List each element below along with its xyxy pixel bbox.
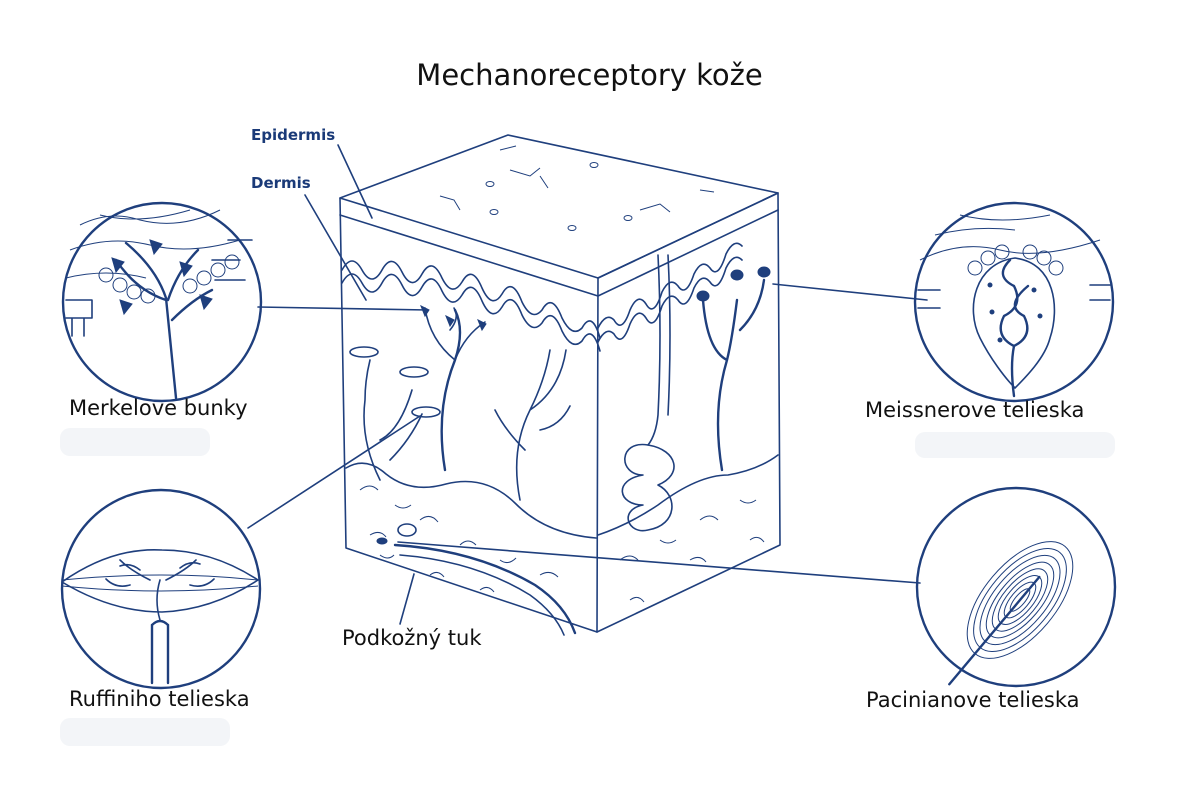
leader-epidermis bbox=[337, 144, 373, 219]
vessel-2 bbox=[399, 554, 565, 636]
smudge bbox=[60, 428, 210, 456]
dermal-vessel bbox=[494, 349, 571, 501]
pacinian-detail bbox=[915, 486, 1117, 688]
label-dermis: Dermis bbox=[251, 174, 311, 192]
surface-marks bbox=[439, 145, 715, 213]
leader-ruffini bbox=[247, 415, 421, 529]
label-pacinian: Pacinianove telieska bbox=[866, 688, 1080, 712]
pacinian-small-2 bbox=[376, 537, 388, 545]
cube-top-face bbox=[339, 134, 779, 279]
dermal-papillae-front bbox=[341, 260, 601, 339]
leader-meissner bbox=[772, 283, 928, 301]
epidermis-line bbox=[339, 209, 779, 297]
diagram-title: Mechanoreceptory kože bbox=[416, 58, 763, 92]
subcutaneous-boundary-front bbox=[345, 462, 597, 539]
label-merkel: Merkelove bunky bbox=[69, 396, 248, 420]
cube-side-face bbox=[596, 192, 781, 633]
smudge bbox=[915, 432, 1115, 458]
vessel bbox=[393, 543, 577, 635]
merkel-nerve bbox=[440, 308, 462, 472]
merkel-detail bbox=[61, 201, 263, 403]
leader-pacinian bbox=[397, 541, 921, 584]
label-ruffini: Ruffiniho telieska bbox=[69, 687, 250, 711]
dermal-papillae-side bbox=[597, 242, 743, 329]
sweat-duct bbox=[647, 254, 661, 446]
subcutaneous-boundary-side bbox=[597, 454, 779, 536]
sweat-gland bbox=[621, 443, 675, 532]
label-subcutaneous: Podkožný tuk bbox=[342, 626, 482, 650]
skin-cube bbox=[339, 134, 781, 636]
label-meissner: Meissnerove telieska bbox=[865, 398, 1085, 422]
fat-cells bbox=[359, 485, 765, 603]
label-epidermis: Epidermis bbox=[251, 126, 336, 144]
meissner-detail bbox=[913, 201, 1115, 403]
ruffini-detail bbox=[60, 488, 262, 690]
leader-merkel bbox=[257, 306, 429, 311]
meissner-nerve-side bbox=[701, 278, 766, 472]
smudge bbox=[60, 718, 230, 746]
pacinian-small bbox=[397, 523, 417, 537]
leader-subcutaneous bbox=[399, 573, 415, 625]
meissner-nerve-front bbox=[363, 359, 423, 481]
leader-lines bbox=[247, 144, 928, 625]
leader-dermis bbox=[304, 194, 367, 301]
dermal-papillae-front-2 bbox=[341, 273, 601, 352]
cube-front-face bbox=[339, 197, 599, 633]
